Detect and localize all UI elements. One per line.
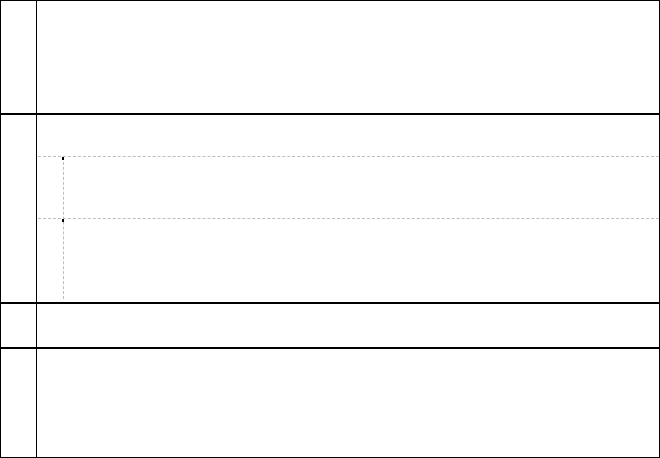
guide-marker-lower[interactable] xyxy=(62,219,64,222)
dashed-guide-line-upper xyxy=(38,156,659,157)
panel-divider-top[interactable] xyxy=(1,113,659,115)
dashed-guide-line-lower xyxy=(38,218,659,219)
left-gutter-bottom xyxy=(1,349,37,457)
strip-panel[interactable] xyxy=(38,304,659,347)
left-gutter-strip xyxy=(1,304,37,348)
panel-divider-bottom[interactable] xyxy=(1,347,659,349)
left-gutter-top xyxy=(1,1,37,114)
guide-marker-upper[interactable] xyxy=(62,157,64,160)
middle-panel[interactable] xyxy=(38,115,659,302)
bottom-panel[interactable] xyxy=(38,349,659,457)
dashed-guide-line-vertical xyxy=(63,157,64,299)
left-gutter-middle xyxy=(1,115,37,303)
top-panel[interactable] xyxy=(38,1,659,113)
panel-divider-middle[interactable] xyxy=(1,302,659,304)
